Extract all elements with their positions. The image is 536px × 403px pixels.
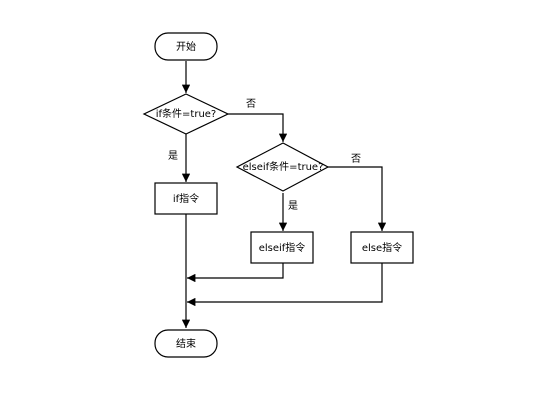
elseif-instruction-box bbox=[250, 231, 314, 264]
edge-elseif-instr-merge bbox=[187, 263, 284, 283]
elseif-condition-decision bbox=[235, 142, 330, 192]
edge-if-no bbox=[228, 113, 288, 142]
elseif-condition-label: elseif条件=true? bbox=[243, 160, 324, 173]
if-instruction-box bbox=[154, 182, 218, 215]
elseif-instruction-label: elseif指令 bbox=[259, 241, 306, 254]
else-instruction-label: else指令 bbox=[362, 241, 402, 254]
edge-label-elseif-yes: 是 bbox=[288, 200, 298, 212]
start-terminator bbox=[154, 32, 218, 61]
else-instruction-box bbox=[350, 231, 414, 264]
edge-label-elseif-no: 否 bbox=[351, 153, 361, 165]
edge-label-if-yes: 是 bbox=[168, 150, 178, 162]
if-instruction-label: if指令 bbox=[173, 192, 199, 205]
start-label: 开始 bbox=[176, 40, 196, 53]
edge-elseif-no bbox=[328, 166, 387, 231]
edge-label-if-no: 否 bbox=[246, 98, 256, 110]
if-condition-decision bbox=[142, 93, 230, 135]
end-label: 结束 bbox=[176, 337, 196, 350]
end-terminator bbox=[154, 329, 218, 358]
edge-else-instr-merge bbox=[187, 263, 383, 307]
if-condition-label: if条件=true? bbox=[156, 107, 217, 120]
